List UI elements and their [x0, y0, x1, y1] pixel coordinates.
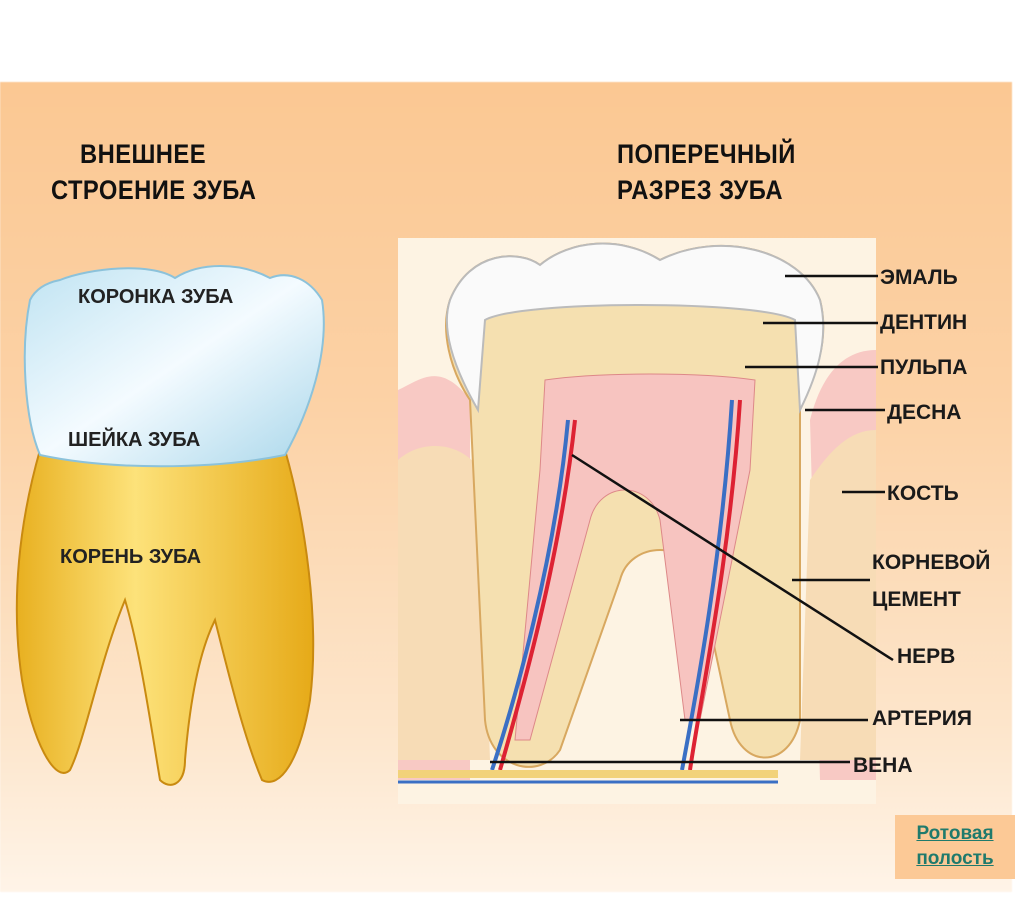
right-title: ПОПЕРЕЧНЫЙ РАЗРЕЗ ЗУБА [617, 136, 796, 208]
left-title-line2: СТРОЕНИЕ ЗУБА [50, 175, 257, 205]
label-nerve: НЕРВ [897, 645, 956, 668]
label-artery: АРТЕРИЯ [872, 707, 972, 730]
crown-shape [23, 265, 325, 468]
label-root-cement-1: КОРНЕВОЙ [872, 551, 991, 574]
cross-section [398, 238, 876, 804]
right-title-line2: РАЗРЕЗ ЗУБА [617, 175, 783, 205]
label-root-cement-2: ЦЕМЕНТ [872, 588, 961, 611]
label-pulp: ПУЛЬПА [880, 356, 968, 379]
link-line2[interactable]: полость [916, 848, 994, 869]
root-shape [15, 449, 315, 786]
oral-cavity-link[interactable]: Ротовая полость [895, 815, 1015, 879]
label-vein: ВЕНА [853, 754, 913, 777]
left-title-line1: ВНЕШНЕЕ [80, 139, 206, 169]
label-dentin: ДЕНТИН [880, 311, 968, 334]
right-title-line1: ПОПЕРЕЧНЫЙ [617, 139, 796, 169]
label-neck: ШЕЙКА ЗУБА [68, 429, 201, 451]
label-crown: КОРОНКА ЗУБА [78, 286, 234, 308]
label-root: КОРЕНЬ ЗУБА [60, 546, 202, 568]
link-line1[interactable]: Ротовая [916, 823, 994, 844]
label-gum: ДЕСНА [887, 401, 962, 424]
left-title: ВНЕШНЕЕ СТРОЕНИЕ ЗУБА [51, 136, 256, 208]
label-bone: КОСТЬ [887, 482, 959, 505]
external-tooth [15, 265, 325, 786]
label-enamel: ЭМАЛЬ [880, 266, 958, 289]
leader-lines [490, 274, 894, 764]
